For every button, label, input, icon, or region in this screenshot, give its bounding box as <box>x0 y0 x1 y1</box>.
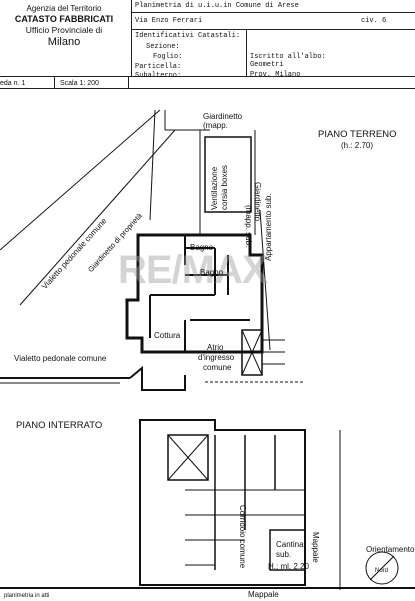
planimetria-label: Planimetria di u.i.u.in Comune di Arese <box>135 2 299 10</box>
cantina-sub-label: sub. <box>276 550 292 559</box>
footer-note: planimetria in atti <box>4 593 50 599</box>
garden-right-mapp: (mapp. sub. <box>244 205 253 248</box>
cadastral-header: Agenzia del Territorio CATASTO FABBRICAT… <box>0 0 415 90</box>
bathroom-1-label: Bagno <box>190 243 214 252</box>
iscritto-label: Iscritto all'albo: <box>250 53 326 61</box>
ventilation-label: Ventilazione <box>210 166 219 210</box>
atrium-label-1: Atrio <box>207 343 224 352</box>
ufficio-label: Ufficio Provinciale di <box>25 25 103 35</box>
particella-label: Particella: <box>135 63 182 71</box>
atrium-label-2: d'ingresso <box>198 353 235 362</box>
subalterno-label: Subalterno: <box>135 72 182 80</box>
agency-name: Agenzia del Territorio <box>26 4 102 13</box>
watermark-logo: RE/MAX <box>118 248 269 292</box>
civic-number: civ. 6 <box>361 17 387 25</box>
corsia-label: corsia boxes <box>220 165 229 210</box>
ground-floor-height: (h.: 2.70) <box>341 141 374 150</box>
sezione-label: Sezione: <box>146 43 180 51</box>
province-label: Prov. Milano <box>250 71 301 79</box>
ground-floor-title: PIANO TERRENO <box>318 129 397 140</box>
foglio-label: Foglio: <box>153 53 183 61</box>
garden-top-mapp: (mapp. <box>203 121 228 130</box>
cantina-label: Cantina <box>276 540 304 549</box>
basement-title: PIANO INTERRATO <box>16 420 103 431</box>
identificativi-label: Identificativi Catastali: <box>135 32 241 40</box>
address-label: Via Enzo Ferrari <box>135 17 203 25</box>
catasto-title: CATASTO FABBRICATI <box>14 14 114 24</box>
ufficio-city: Milano <box>47 36 81 48</box>
kitchen-label: Cottura <box>154 331 181 340</box>
walkway-label: Vialetto pedonale comune <box>14 354 107 363</box>
floor-plan-drawing <box>0 109 415 590</box>
scheda-number: eda n. 1 <box>0 80 26 87</box>
geometri-label: Geometri <box>250 61 284 69</box>
north-label: Nord <box>375 568 389 574</box>
atrium-label-3: comune <box>203 363 232 372</box>
mappale-right-label: Mappale <box>311 532 320 563</box>
apartment-label: Appartamento sub. <box>264 193 273 261</box>
corridor-label: Corridoio comune <box>238 505 247 569</box>
orientation-label: Orientamento <box>366 545 415 554</box>
mappale-bottom-label: Mappale <box>248 590 279 599</box>
scale-label: Scala 1: 200 <box>60 80 99 87</box>
bathroom-2-label: Bagno <box>200 268 224 277</box>
basement-height: H.: ml. 2.20 <box>268 562 309 571</box>
garden-right-label: Giardinetto <box>253 182 262 222</box>
garden-top-label: Giardinetto <box>203 112 243 121</box>
